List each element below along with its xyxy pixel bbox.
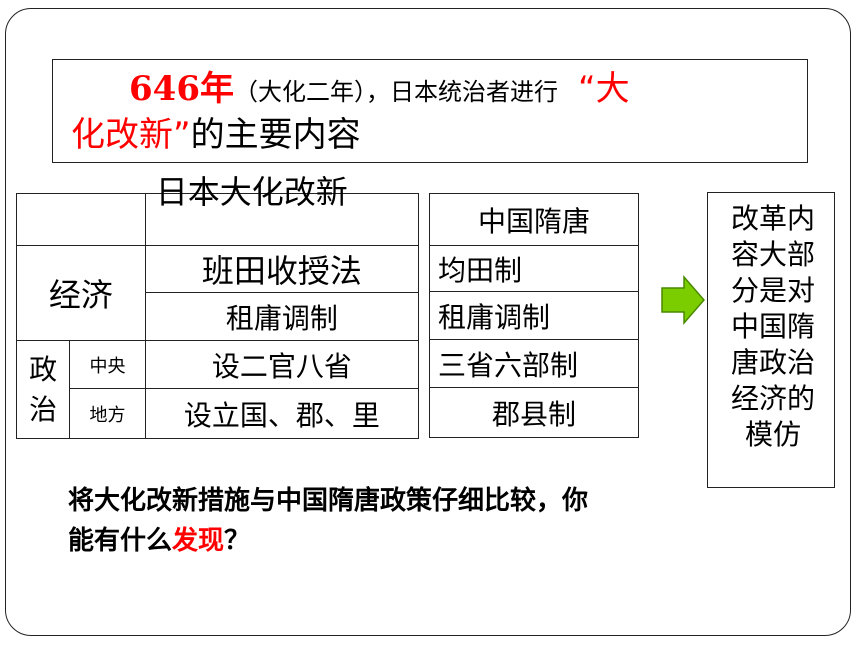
japan-economy-row: 班田收授法 <box>144 245 420 293</box>
politics-level-central: 中央 <box>69 340 146 389</box>
japan-economy-row: 租庸调制 <box>144 292 420 341</box>
politics-label-cell: 政治 <box>15 340 71 439</box>
politics-label: 政治 <box>29 352 58 426</box>
title-suffix: 的主要内容 <box>190 115 361 155</box>
title-line-2: 化改新”的主要内容 <box>71 115 797 155</box>
question-end: ？ <box>224 526 251 556</box>
title-year: 646年 <box>129 69 234 109</box>
slide-frame <box>5 8 851 636</box>
discussion-question: 将大化改新措施与中国隋唐政策仔细比较，你能有什么发现？ <box>68 481 588 561</box>
japan-header: 日本大化改新 <box>155 173 348 211</box>
japan-header-cell: 日本大化改新 <box>144 174 420 246</box>
question-text: 将大化改新措施与中国隋唐政策仔细比较，你能有什么 <box>68 486 589 556</box>
question-highlight: 发现 <box>172 526 225 556</box>
empty-corner-cell <box>16 193 146 246</box>
conclusion-text: 改革内容大部分是对中国隋唐政治经济的模仿 <box>730 202 815 451</box>
politics-level-local: 地方 <box>69 388 146 439</box>
title-highlight-close: 化改新” <box>71 115 191 155</box>
economy-label: 经济 <box>16 245 146 341</box>
title-box: 646年（大化二年），日本统治者进行 “大 化改新”的主要内容 <box>52 59 808 163</box>
china-row: 均田制 <box>429 245 639 292</box>
japan-politics-row: 设立国、郡、里 <box>144 388 420 439</box>
green-right-arrow-icon <box>661 275 705 325</box>
china-header: 中国隋唐 <box>429 193 639 246</box>
japan-politics-row: 设二官八省 <box>144 340 420 389</box>
china-row: 郡县制 <box>429 387 639 438</box>
china-row: 租庸调制 <box>429 291 639 340</box>
conclusion-box: 改革内容大部分是对中国隋唐政治经济的模仿 <box>707 192 835 488</box>
china-row: 三省六部制 <box>429 339 639 388</box>
title-highlight-open: “大 <box>577 69 630 109</box>
title-line-1: 646年（大化二年），日本统治者进行 “大 <box>71 66 797 115</box>
china-system-table: 中国隋唐 均田制 租庸调制 三省六部制 郡县制 <box>429 193 639 438</box>
title-paren: （大化二年），日本统治者进行 <box>233 78 558 106</box>
japan-reform-table: 日本大化改新 经济 班田收授法 租庸调制 政治 中央 设二官八省 地方 设立国、… <box>15 174 420 439</box>
